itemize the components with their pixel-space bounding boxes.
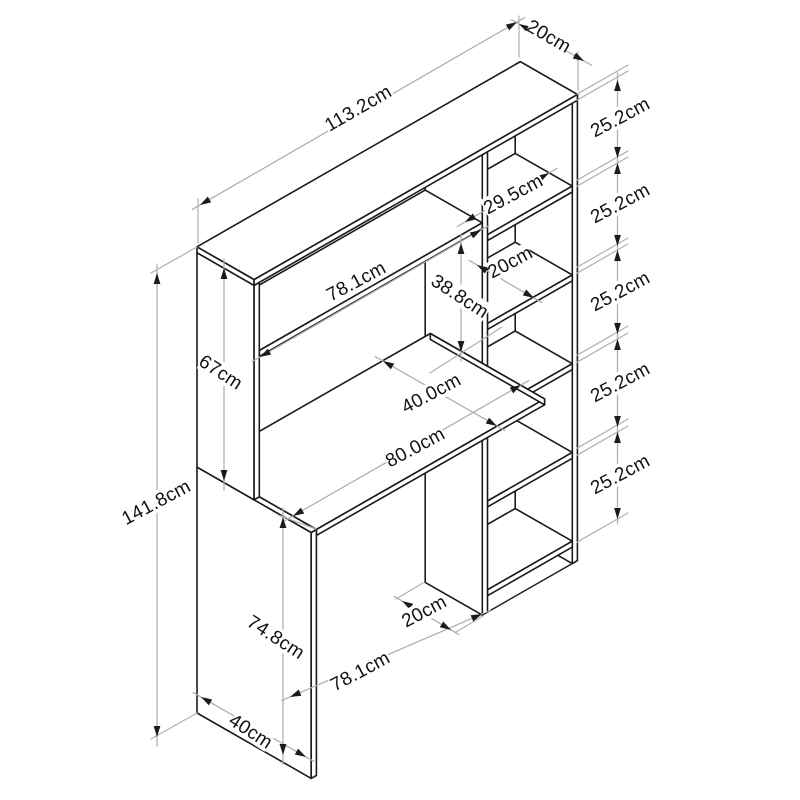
label-background: [524, 16, 574, 56]
label-background: [226, 710, 276, 752]
arrowhead-icon: [279, 744, 287, 755]
arrowhead-icon: [470, 614, 482, 622]
dim-label-right-section-1: 25.2cm: [587, 94, 653, 143]
dim-label-knee-space-width: 78.1cm: [327, 648, 393, 697]
arrowhead-icon: [485, 417, 497, 426]
arrowhead-icon: [614, 508, 621, 519]
label-background: [397, 368, 465, 418]
dim-label-right-section-5: 25.2cm: [587, 451, 653, 500]
arrowhead-icon: [439, 621, 451, 630]
arrowhead-icon: [614, 250, 621, 261]
label-background: [586, 357, 654, 407]
arrowhead-icon: [201, 697, 213, 706]
label-background: [586, 92, 654, 142]
arrowhead-icon: [260, 348, 272, 357]
arrowhead-icon: [220, 268, 228, 279]
arrowhead-icon: [505, 22, 517, 31]
extension-line-right-9: [576, 425, 629, 456]
label-background: [586, 266, 654, 316]
extension-line-3: [150, 246, 198, 274]
dim-label-group-knee-space-width: 78.1cm: [326, 646, 394, 697]
dim-label-right-section-4: 25.2cm: [587, 359, 653, 408]
arrowhead-icon: [153, 726, 161, 737]
label-background: [586, 449, 654, 499]
arrowhead-icon: [572, 52, 584, 61]
extension-line-right-8: [576, 418, 629, 449]
label-background: [399, 591, 449, 631]
dimension-arrows: [153, 22, 621, 757]
dim-label-group-right-section-4: 25.2cm: [586, 357, 654, 408]
arrowhead-icon: [383, 361, 395, 370]
dim-label-right-section-3: 25.2cm: [587, 268, 653, 317]
label-background: [326, 646, 394, 696]
arrowhead-icon: [477, 265, 489, 274]
arrowhead-icon: [614, 323, 621, 334]
label-background: [322, 256, 390, 306]
arrowhead-icon: [614, 416, 621, 427]
label-background: [479, 169, 547, 219]
label-background: [320, 80, 396, 136]
label-background: [381, 422, 449, 472]
extension-line-4: [150, 712, 198, 740]
arrowhead-icon: [220, 470, 228, 481]
arrowhead-icon: [614, 147, 621, 158]
arrowhead-icon: [293, 507, 305, 516]
label-background: [427, 269, 493, 323]
extension-line-right-6: [576, 325, 629, 356]
arrowhead-icon: [614, 235, 621, 246]
dim-label-group-right-section-2: 25.2cm: [586, 178, 654, 229]
arrowhead-icon: [522, 289, 534, 298]
arrowhead-icon: [294, 748, 306, 757]
extension-line-7: [455, 615, 484, 633]
arrowhead-icon: [469, 230, 481, 239]
extension-line-right-10: [576, 512, 629, 543]
face-hutch-side-panel-front: [253, 281, 261, 501]
dim-label-group-right-section-1: 25.2cm: [586, 92, 654, 143]
label-background: [243, 610, 309, 664]
arrowhead-icon: [614, 432, 621, 443]
dim-label-group-right-section-3: 25.2cm: [586, 266, 654, 317]
dim-label-group-total-width: 113.2cm: [320, 80, 396, 136]
extension-line-right-2: [576, 150, 629, 181]
face-right-side-panel-left: [514, 63, 574, 565]
dim-hutch-shelf-width: [251, 224, 490, 363]
label-background: [196, 351, 246, 393]
extension-line-6: [395, 582, 424, 600]
arrowhead-icon: [614, 80, 621, 91]
extension-line-right-7: [576, 332, 629, 363]
face-right-side-panel-front: [571, 93, 579, 565]
extension-line-right-5: [576, 243, 629, 274]
arrowhead-icon: [200, 196, 212, 205]
face-desk-side-panel-front: [310, 528, 318, 780]
arrowhead-icon: [614, 163, 621, 174]
arrowhead-icon: [153, 273, 161, 284]
arrowhead-icon: [614, 339, 621, 350]
arrowhead-icon: [457, 243, 465, 254]
dim-label-group-top-depth: 20cm: [523, 16, 575, 58]
dim-label-top-depth: 20cm: [523, 16, 575, 58]
edge-cabinet-floor-front: [486, 559, 579, 613]
arrowhead-icon: [509, 385, 521, 394]
dim-label-group-right-section-5: 25.2cm: [586, 449, 654, 500]
label-background: [586, 178, 654, 228]
label-background: [485, 242, 535, 282]
arrowhead-icon: [457, 341, 465, 352]
arrowhead-icon: [290, 689, 302, 697]
dim-label-right-section-2: 25.2cm: [587, 180, 653, 229]
extension-line-8: [277, 514, 317, 530]
furniture-outline: [196, 60, 579, 780]
label-background: [118, 475, 194, 529]
dim-label-total-width: 113.2cm: [321, 81, 395, 136]
arrowhead-icon: [279, 517, 287, 528]
extension-line-right-3: [576, 156, 629, 187]
arrowhead-icon: [465, 213, 477, 222]
extension-line-right-4: [576, 237, 629, 268]
extension-line-right-0: [576, 64, 629, 95]
extension-line-right-1: [576, 70, 629, 101]
extension-line-5: [429, 326, 503, 374]
